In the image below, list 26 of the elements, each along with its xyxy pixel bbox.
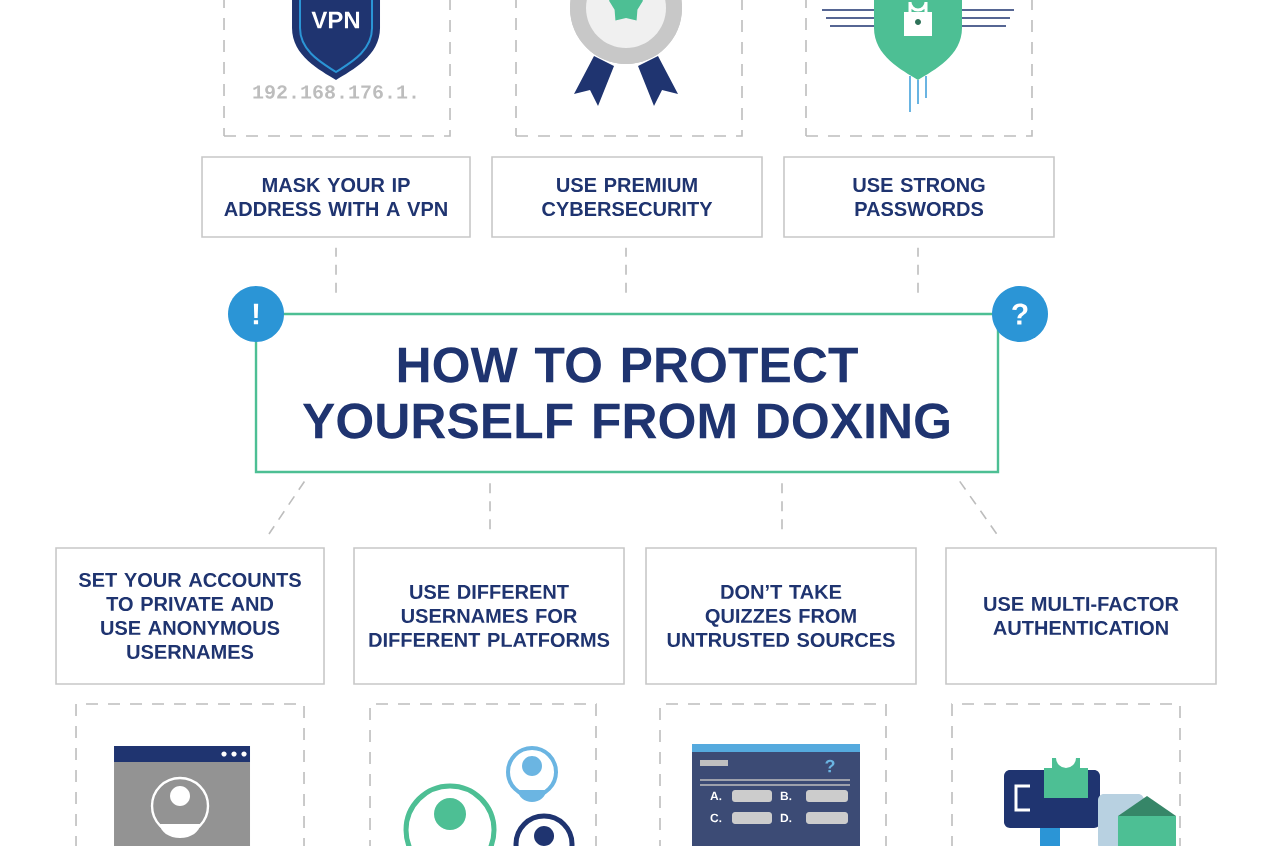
connector-line bbox=[781, 482, 783, 532]
connector-line bbox=[625, 247, 627, 294]
connector-line bbox=[268, 480, 306, 535]
connector-line bbox=[958, 480, 998, 535]
picture-frame bbox=[659, 703, 887, 846]
connector-line bbox=[489, 482, 491, 532]
tip-box: USE PREMIUM CYBERSECURITY bbox=[491, 156, 763, 238]
exclamation-badge: ! bbox=[228, 286, 284, 342]
tip-box: DON’T TAKE QUIZZES FROM UNTRUSTED SOURCES bbox=[645, 547, 917, 685]
tip-box: USE DIFFERENT USERNAMES FOR DIFFERENT PLATFORMS bbox=[353, 547, 625, 685]
question-badge: ? bbox=[992, 286, 1048, 342]
picture-frame bbox=[805, 0, 1033, 137]
vpn-shield-drawing: VPN bbox=[292, 0, 380, 80]
picture-frame bbox=[369, 703, 597, 846]
connector-line bbox=[335, 247, 337, 294]
tip-box: USE STRONG PASSWORDS bbox=[783, 156, 1055, 238]
ip-address-text: 192.168.176.1. bbox=[253, 85, 416, 99]
connector-line bbox=[917, 247, 919, 294]
tip-box: MASK YOUR IP ADDRESS WITH A VPN bbox=[201, 156, 471, 238]
tip-box: SET YOUR ACCOUNTS TO PRIVATE AND USE ANONYMOUS USERNAMES bbox=[55, 547, 325, 685]
question-mark: ? bbox=[825, 759, 835, 773]
picture-frame bbox=[223, 0, 451, 137]
picture-frame bbox=[75, 703, 305, 846]
tip-box: USE MULTI-FACTOR AUTHENTICATION bbox=[945, 547, 1217, 685]
picture-frame bbox=[951, 703, 1181, 846]
picture-frame bbox=[515, 0, 743, 137]
